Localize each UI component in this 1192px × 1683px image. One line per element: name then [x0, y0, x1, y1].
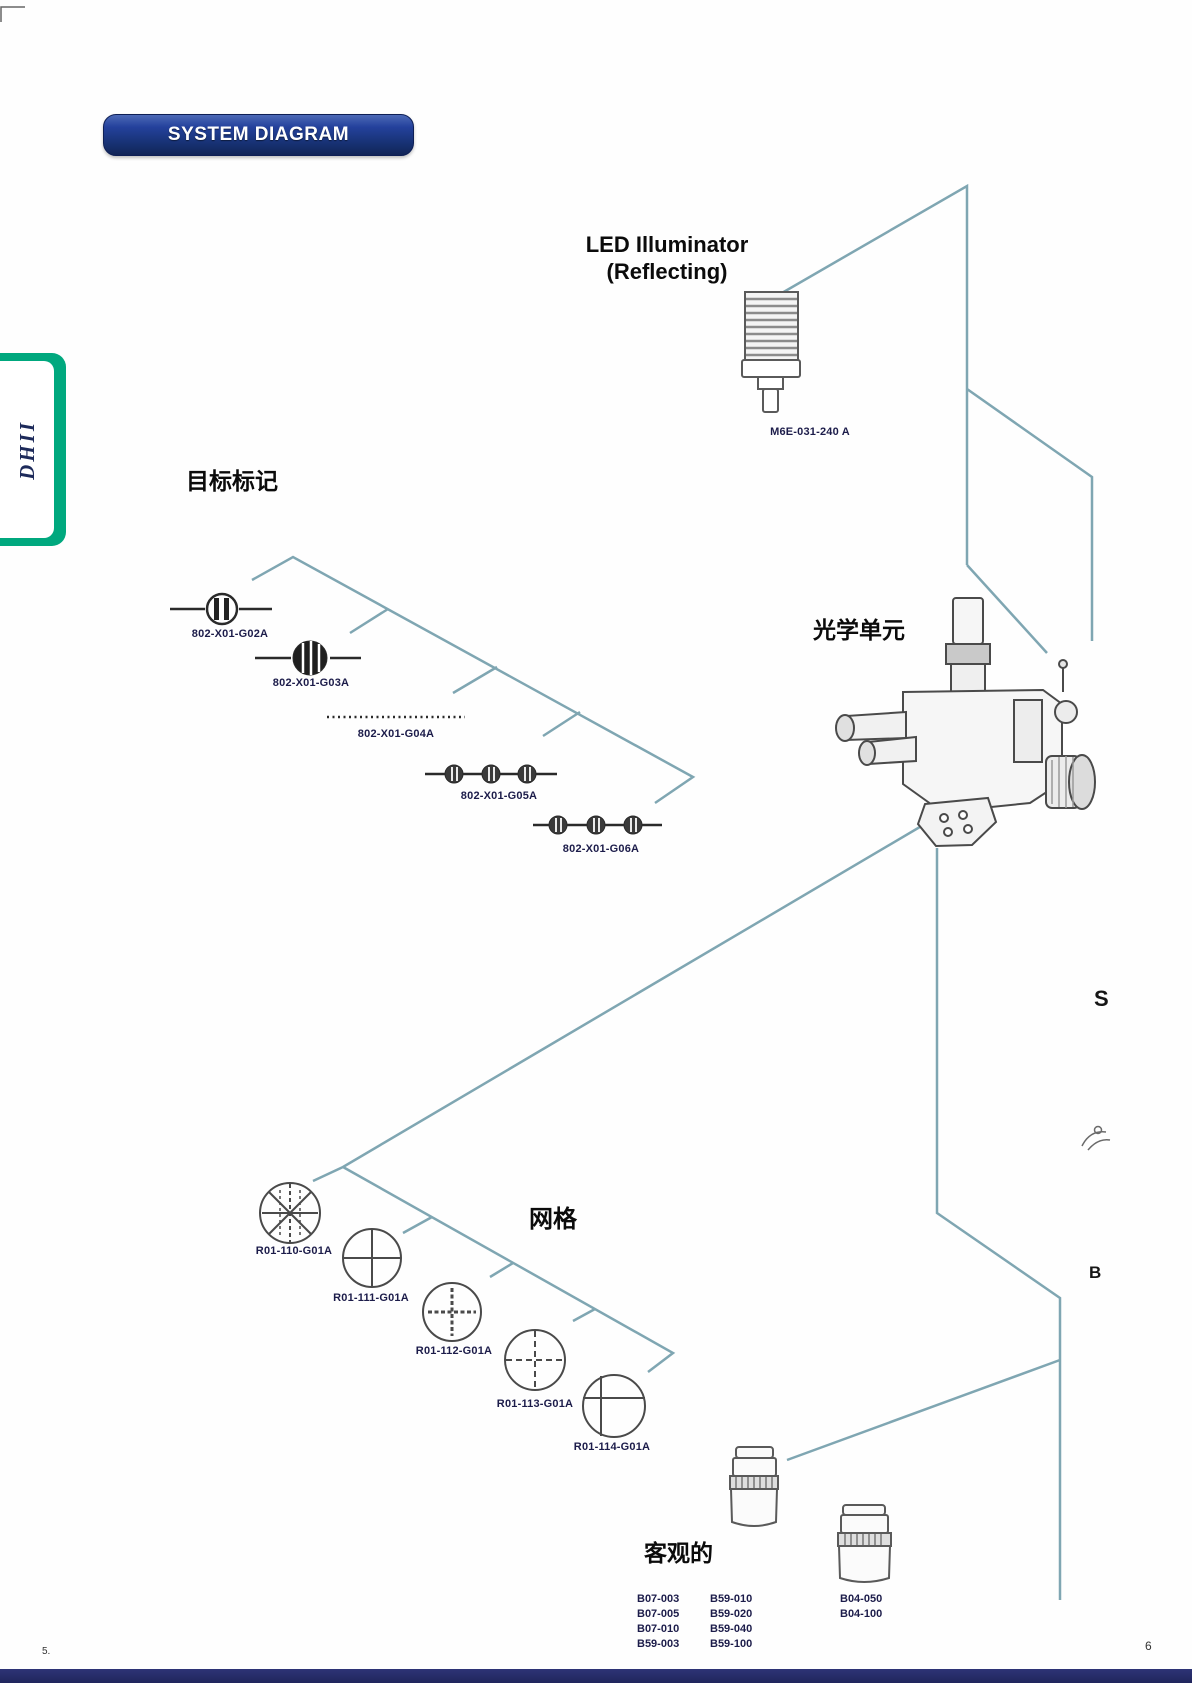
- part-reticle-113: R01-113-G01A: [496, 1398, 574, 1410]
- objective-1-illustration: [729, 1446, 779, 1527]
- part-objective: B07-003: [637, 1593, 680, 1605]
- part-objective: B59-003: [637, 1638, 680, 1650]
- led-illuminator-illustration: [741, 291, 801, 413]
- part-target-g05: 802-X01-G05A: [460, 790, 538, 802]
- part-reticle-112: R01-112-G01A: [415, 1345, 493, 1357]
- reticle-r01-110-icon: [259, 1182, 321, 1244]
- part-target-g03: 802-X01-G03A: [272, 677, 350, 689]
- part-objective: B07-005: [637, 1608, 680, 1620]
- edge-fragment-bottom: B: [1089, 1263, 1102, 1282]
- footer-bar: [0, 1669, 1192, 1683]
- target-mark-g02-icon: [170, 592, 272, 626]
- corner-crop-mark: [0, 6, 25, 22]
- part-objective: B07-010: [637, 1623, 680, 1635]
- edge-fragment-top: S: [1094, 986, 1109, 1011]
- reticle-r01-113-icon: [504, 1329, 566, 1391]
- reticle-r01-114-icon: [582, 1374, 646, 1438]
- side-tab-inner: DHII: [0, 361, 54, 538]
- led-title-line1: LED Illuminator: [585, 232, 749, 257]
- part-objective: B59-040: [710, 1623, 753, 1635]
- part-target-g06: 802-X01-G06A: [562, 843, 640, 855]
- part-target-g02: 802-X01-G02A: [191, 628, 269, 640]
- part-reticle-114: R01-114-G01A: [573, 1441, 651, 1453]
- part-target-g04: 802-X01-G04A: [357, 728, 435, 740]
- edge-cutoff-illustration: [1081, 1125, 1111, 1151]
- target-mark-g05-icon: [425, 764, 557, 784]
- grid-title: 网格: [529, 1206, 577, 1233]
- part-objective: B04-050: [840, 1593, 883, 1605]
- part-objective: B59-100: [710, 1638, 753, 1650]
- part-objective: B04-100: [840, 1608, 883, 1620]
- objective-2-illustration: [837, 1504, 892, 1583]
- connector-lines: [251, 183, 1094, 1600]
- target-marks-title: 目标标记: [186, 468, 278, 494]
- section-header-label: SYSTEM DIAGRAM: [167, 124, 350, 145]
- objective-parts-col3: B04-050 B04-100: [840, 1592, 882, 1622]
- part-reticle-111: R01-111-G01A: [333, 1292, 409, 1304]
- side-tab-label: DHII: [14, 419, 39, 480]
- led-illuminator-title: LED Illuminator (Reflecting): [586, 231, 749, 285]
- target-mark-g06-icon: [533, 815, 662, 835]
- side-tab: DHII: [0, 353, 66, 546]
- target-mark-g03-icon: [255, 640, 361, 676]
- objective-parts-col1: B07-003 B07-005 B07-010 B59-003: [637, 1592, 679, 1652]
- part-reticle-110: R01-110-G01A: [255, 1245, 333, 1257]
- part-led-illuminator: M6E-031-240 A: [770, 426, 850, 438]
- objectives-title: 客观的: [644, 1540, 713, 1566]
- part-objective: B59-020: [710, 1608, 753, 1620]
- page-number-right: 6: [1145, 1639, 1152, 1653]
- optical-unit-illustration: [835, 597, 1096, 848]
- section-header-badge: SYSTEM DIAGRAM: [103, 114, 414, 156]
- reticle-r01-112-icon: [422, 1282, 482, 1342]
- reticle-r01-111-icon: [342, 1228, 402, 1288]
- page-number-left: 5.: [42, 1646, 51, 1657]
- objective-parts-col2: B59-010 B59-020 B59-040 B59-100: [710, 1592, 752, 1652]
- part-objective: B59-010: [710, 1593, 753, 1605]
- optical-unit-title: 光学单元: [813, 617, 905, 643]
- led-title-line2: (Reflecting): [606, 259, 728, 284]
